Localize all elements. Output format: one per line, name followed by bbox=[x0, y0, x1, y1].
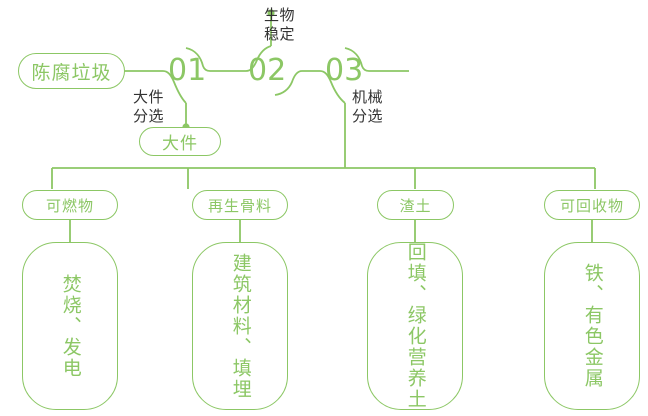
node-side-output-bulky[interactable]: 大件 bbox=[139, 127, 221, 156]
arc-01-top bbox=[185, 47, 211, 72]
step-number-02: 02 bbox=[248, 53, 287, 88]
box-output-recyclables-detail-text: 铁、有色金属 bbox=[581, 263, 604, 389]
box-output-recyclables-detail: 铁、有色金属 bbox=[544, 242, 640, 410]
arc-02-left bbox=[245, 45, 272, 72]
box-output-recycled-aggregate-detail: 建筑材料、填埋 bbox=[192, 242, 288, 410]
annotation-bulky-sorting-line1: 大件 bbox=[133, 88, 165, 106]
arc-02-right bbox=[274, 70, 303, 96]
node-output-slag-soil[interactable]: 渣土 bbox=[377, 190, 454, 220]
node-source-label: 陈腐垃圾 bbox=[31, 61, 112, 84]
annotation-bulky-sorting: 大件 分选 bbox=[133, 88, 164, 126]
box-output-slag-soil-detail-text: 回填、绿化营养土 bbox=[404, 242, 427, 410]
node-output-combustible-label: 可燃物 bbox=[45, 196, 94, 215]
node-source[interactable]: 陈腐垃圾 bbox=[18, 53, 125, 89]
annotation-mechanical-sorting: 机械 分选 bbox=[352, 88, 383, 126]
node-output-recyclables-label: 可回收物 bbox=[559, 196, 624, 215]
dot-bio-stable bbox=[267, 9, 275, 17]
node-output-recyclables[interactable]: 可回收物 bbox=[544, 190, 640, 220]
annotation-bio-stabilization-line1: 生物 bbox=[264, 6, 296, 24]
box-output-recycled-aggregate-detail-text: 建筑材料、填埋 bbox=[229, 252, 252, 400]
step-number-01: 01 bbox=[168, 53, 207, 88]
node-output-slag-soil-label: 渣土 bbox=[399, 196, 432, 215]
step-number-03: 03 bbox=[325, 53, 364, 88]
annotation-mechanical-sorting-line1: 机械 bbox=[352, 88, 384, 106]
arc-03-top bbox=[344, 47, 370, 72]
node-side-output-bulky-label: 大件 bbox=[162, 134, 198, 154]
node-output-combustible[interactable]: 可燃物 bbox=[22, 190, 118, 220]
annotation-mechanical-sorting-line2: 分选 bbox=[352, 107, 384, 126]
node-output-recycled-aggregate[interactable]: 再生骨料 bbox=[192, 190, 288, 220]
annotation-bulky-sorting-line2: 分选 bbox=[133, 107, 165, 126]
arc-01-left bbox=[162, 70, 187, 104]
box-output-combustible-detail-text: 焚烧、发电 bbox=[59, 273, 82, 379]
box-output-slag-soil-detail: 回填、绿化营养土 bbox=[367, 242, 463, 410]
arc-03-left bbox=[319, 70, 346, 104]
annotation-bio-stabilization: 生物 稳定 bbox=[264, 6, 295, 44]
annotation-bio-stabilization-line2: 稳定 bbox=[264, 25, 296, 44]
node-output-recycled-aggregate-label: 再生骨料 bbox=[207, 196, 272, 215]
box-output-combustible-detail: 焚烧、发电 bbox=[22, 242, 118, 410]
